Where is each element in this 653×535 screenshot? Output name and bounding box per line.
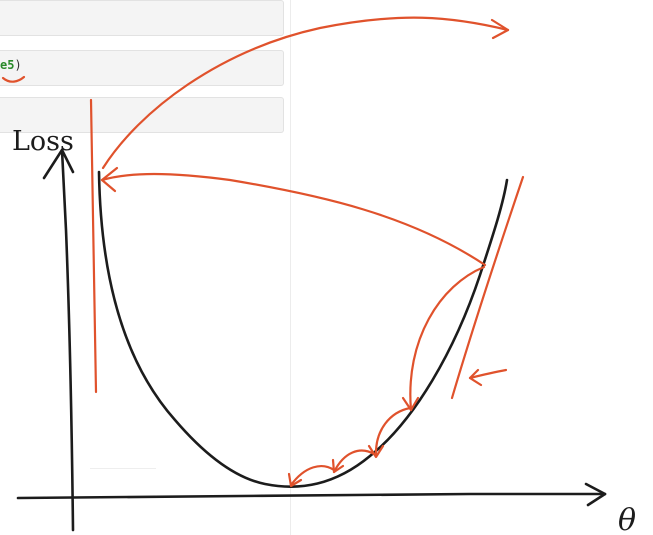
y-axis-label: Loss [12, 126, 74, 157]
panel-divider [290, 0, 291, 535]
code-fragment-paren: ) [14, 58, 22, 72]
left-steep-tangent [89, 98, 98, 394]
descent-step-3 [332, 449, 376, 474]
notebook-cell-3 [0, 97, 284, 133]
notebook-code-fragment: e5) [0, 58, 22, 72]
overshoot-arrowhead-left [100, 166, 119, 193]
x-axis-line [16, 492, 607, 500]
descent-step-1 [409, 265, 486, 412]
y-axis-line [60, 148, 75, 532]
tangent-pointer-arrow [468, 368, 508, 380]
right-tangent [450, 175, 525, 400]
x-axis-arrowhead [584, 482, 607, 507]
code-underline-scribble [1, 75, 26, 83]
descent-step-3-head [331, 458, 345, 474]
descent-step-2 [374, 406, 412, 458]
faint-divider [90, 468, 156, 469]
y-axis-arrowhead [42, 148, 75, 180]
diverging-arrowhead [490, 18, 510, 40]
loss-curve [97, 170, 509, 488]
code-fragment-text: e5 [0, 58, 15, 72]
descent-step-2-head [367, 444, 385, 459]
notebook-cell-1 [0, 0, 284, 36]
descent-step-4 [289, 465, 336, 487]
tangent-pointer-arrowhead [468, 368, 483, 387]
descent-step-1-head [401, 396, 420, 412]
diverging-arrow [101, 16, 510, 170]
overshoot-arrow-left [100, 172, 487, 267]
x-axis-label: θ [618, 503, 636, 535]
descent-step-4-head [287, 472, 303, 488]
